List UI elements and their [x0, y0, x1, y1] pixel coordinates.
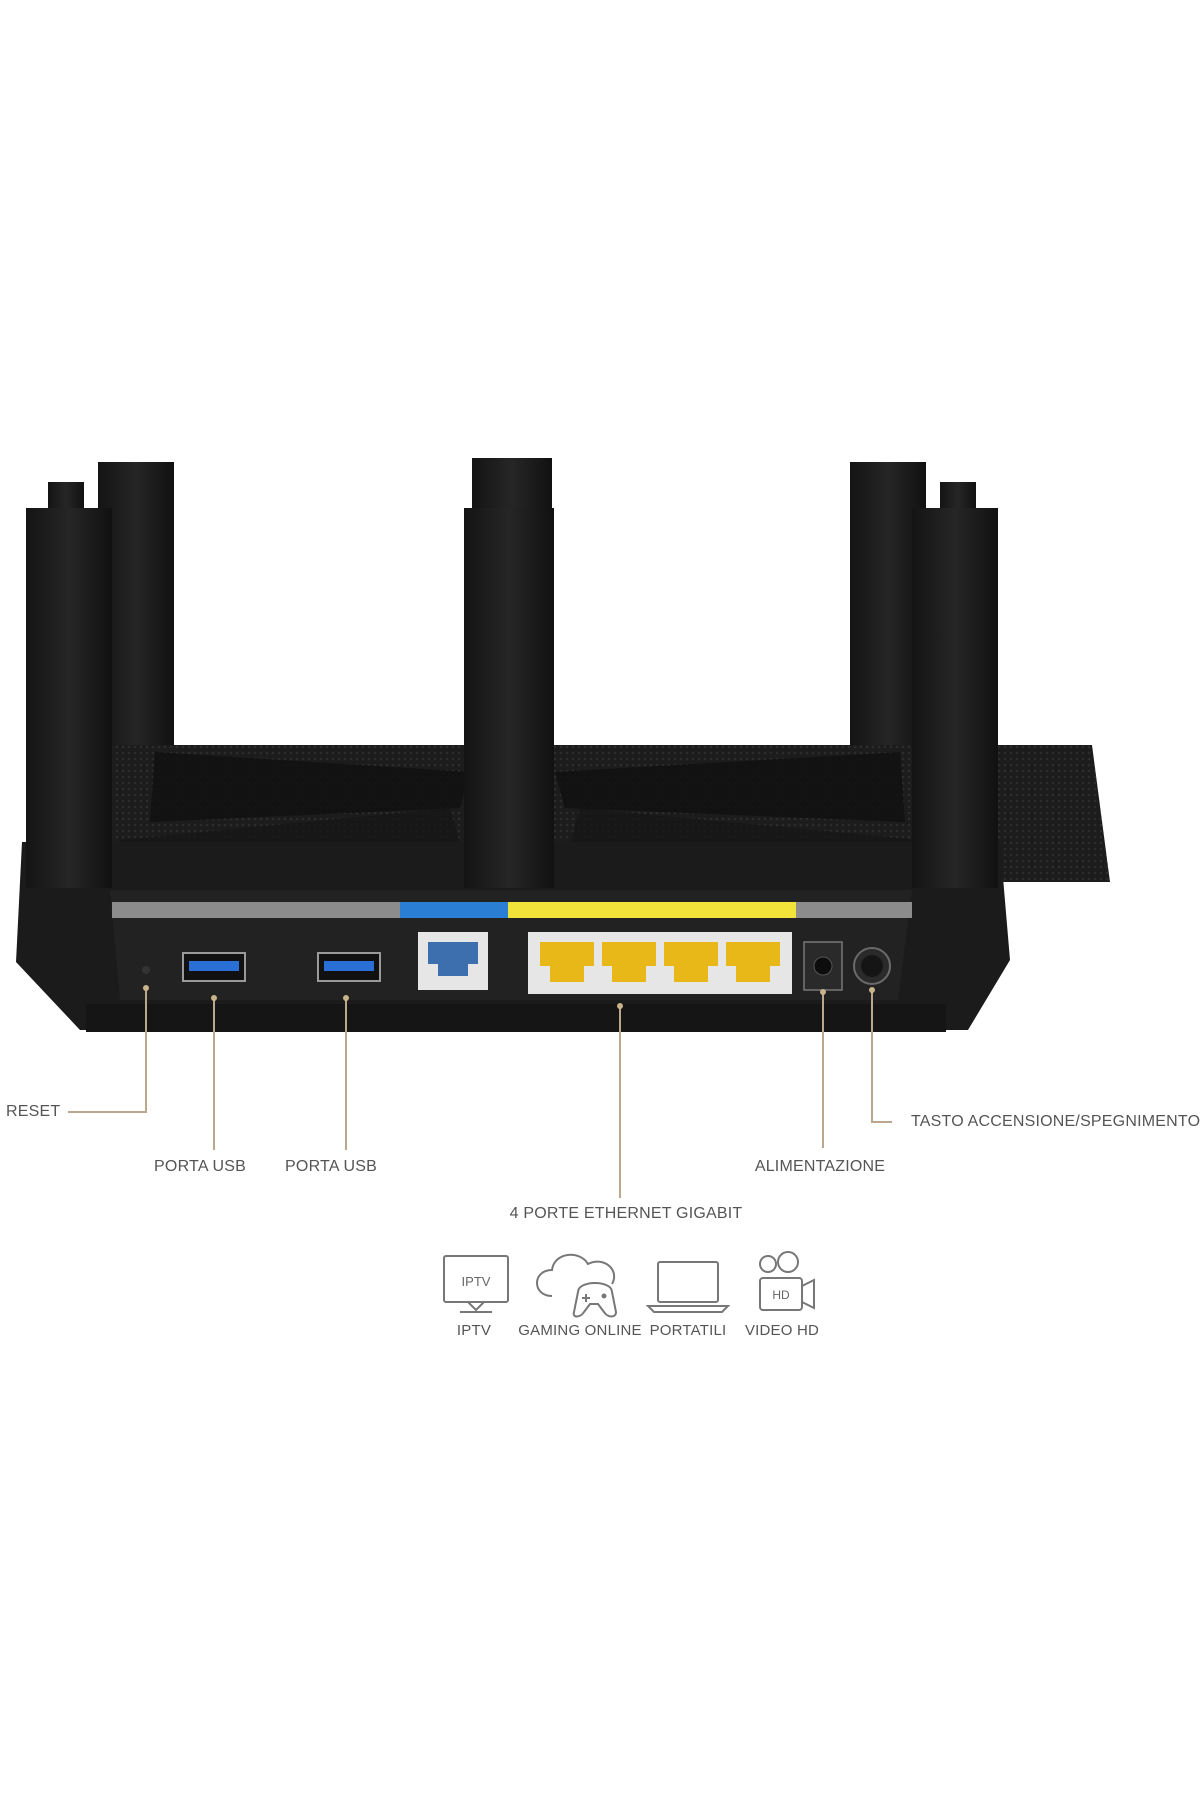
- wan-strip: [400, 902, 508, 918]
- lan-port-2: [602, 942, 656, 982]
- usb-port-1: [182, 952, 246, 982]
- callout-label-ethernet: 4 PORTE ETHERNET GIGABIT: [509, 1205, 743, 1222]
- callout-lines: [68, 986, 892, 1198]
- usb-port-2: [317, 952, 381, 982]
- callout-dots: [143, 985, 875, 1009]
- callout-label-power-input: ALIMENTAZIONE: [754, 1158, 886, 1175]
- wan-port: [418, 932, 488, 990]
- power-button: [853, 947, 891, 985]
- reset-hole: [142, 966, 150, 974]
- lan-strip: [508, 902, 796, 918]
- use-case-label-video-hd: VIDEO HD: [744, 1322, 820, 1339]
- port-label-strip: [112, 902, 912, 918]
- use-case-label-iptv: IPTV: [456, 1322, 492, 1339]
- camera-hd-icon-text: HD: [772, 1288, 790, 1302]
- camera-hd-icon: HD: [759, 1251, 815, 1311]
- lan-port-block: [528, 932, 792, 994]
- laptop-icon: [645, 1261, 731, 1313]
- use-case-label-gaming: GAMING ONLINE: [518, 1322, 642, 1339]
- iptv-icon: IPTV: [443, 1255, 509, 1313]
- use-case-label-laptops: PORTATILI: [649, 1322, 727, 1339]
- antenna-front-left: [26, 508, 112, 888]
- antenna-front-right: [912, 508, 998, 888]
- callout-label-reset: RESET: [6, 1103, 61, 1120]
- lan-port-1: [540, 942, 594, 982]
- callout-label-usb-2: PORTA USB: [285, 1158, 377, 1175]
- lan-port-3: [664, 942, 718, 982]
- antenna-front-center: [464, 508, 554, 888]
- callout-label-power-button: TASTO ACCENSIONE/SPEGNIMENTO: [911, 1113, 1200, 1130]
- iptv-icon-text: IPTV: [462, 1274, 491, 1289]
- power-input-jack: [803, 941, 843, 991]
- cloud-gamepad-icon: [536, 1254, 618, 1318]
- lan-port-4: [726, 942, 780, 982]
- callout-label-usb-1: PORTA USB: [154, 1158, 246, 1175]
